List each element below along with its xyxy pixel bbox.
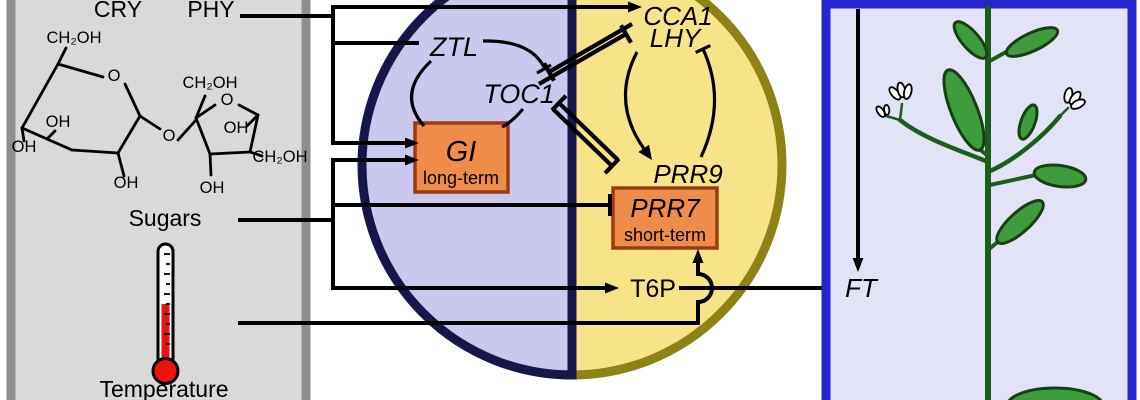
gi-ztl-arc — [410, 59, 433, 128]
rosette-leaf — [1007, 386, 1103, 400]
input-panel: CRY PHY — [6, 0, 311, 400]
toc1-prr-mutual-inhibition — [550, 94, 621, 175]
input-connectors — [238, 1, 843, 325]
svg-text:OH: OH — [46, 113, 71, 131]
prr7-up-arrowhead — [692, 249, 704, 263]
prr9-label: PRR9 — [653, 159, 722, 189]
prr9-lhy-tbar — [695, 44, 711, 54]
phy-label: PHY — [187, 0, 234, 22]
svg-text:OH: OH — [114, 174, 139, 192]
toc1-label: TOC1 — [483, 79, 555, 109]
t6p-label: T6P — [630, 275, 676, 303]
gi-box-rect — [413, 121, 510, 194]
gi-arrowhead-1 — [405, 137, 419, 149]
arabidopsis-plant-illustration — [875, 5, 1103, 400]
output-panel-frame — [821, 0, 1137, 400]
svg-text:OH: OH — [200, 179, 225, 197]
cca1-label: CCA1 — [643, 1, 712, 31]
lhy-activates-prr9-arc — [623, 51, 646, 150]
ztl-inhibits-toc1-arc — [482, 39, 546, 68]
sugars-label: Sugars — [129, 205, 202, 231]
svg-text:CH₂OH: CH₂OH — [183, 74, 238, 92]
gi-term-label: long-term — [423, 168, 499, 188]
prr7-target-box: PRR7 short-term — [611, 186, 719, 250]
sucrose-bonds — [20, 46, 264, 178]
svg-text:CH₂OH: CH₂OH — [253, 148, 308, 166]
prr9-inhibits-lhy-arc — [699, 48, 717, 158]
toc1-cca1lhy-mutual-inhibition — [537, 22, 634, 86]
right-flower-branch — [985, 113, 1063, 175]
svg-text:O: O — [221, 91, 234, 109]
gene-labels: ZTL TOC1 CCA1 LHY PRR9 T6P — [429, 1, 723, 303]
cca1-arrowhead — [628, 1, 642, 13]
sucrose-structure-icon: CH₂OH O CH₂OH O O OH OH OH CH₂OH OH OH — [12, 29, 308, 197]
gi-arrowhead-2 — [405, 154, 419, 166]
svg-text:OH: OH — [224, 119, 249, 137]
ztl-label: ZTL — [429, 32, 478, 62]
temperature-label: Temperature — [99, 376, 228, 400]
lhy-label: LHY — [650, 23, 702, 53]
ft-label: FT — [845, 273, 879, 303]
gi-gene-label: GI — [446, 136, 477, 168]
sucrose-atom-labels: CH₂OH O CH₂OH O O OH OH OH CH₂OH OH OH — [12, 29, 308, 197]
gi-target-box: GI long-term — [413, 121, 510, 194]
svg-text:CH₂OH: CH₂OH — [47, 29, 102, 47]
plant-leaves — [942, 20, 1103, 400]
ft-down-arrowhead — [852, 258, 864, 272]
tbar-at-toc1-lower — [550, 94, 568, 112]
prr7-term-label: short-term — [624, 225, 706, 245]
clock-loop-arcs — [410, 39, 717, 160]
output-panel: FT — [821, 0, 1137, 400]
plant-flowers — [875, 81, 1086, 118]
ztl-toc1-tbar — [536, 63, 552, 75]
t6p-arrowhead — [605, 282, 619, 294]
toc1-gi-arc — [501, 107, 525, 129]
prr9-arrowhead — [638, 144, 652, 160]
svg-text:O: O — [108, 67, 121, 85]
cry-label: CRY — [94, 0, 142, 22]
tbar-at-lhy — [619, 24, 633, 44]
svg-text:OH: OH — [12, 138, 37, 156]
thermometer-icon — [151, 242, 180, 385]
prr7-box-rect — [611, 186, 719, 250]
prr7-gene-label: PRR7 — [630, 193, 701, 223]
left-flower-branch — [897, 117, 991, 165]
svg-text:O: O — [163, 127, 176, 145]
